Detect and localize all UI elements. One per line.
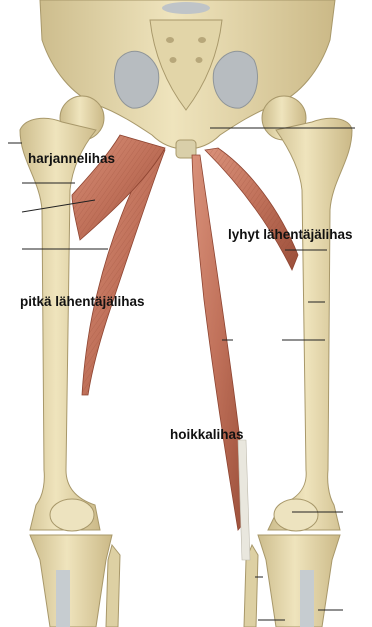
label-gracilis: hoikkalihas bbox=[170, 427, 244, 442]
gracilis-muscle bbox=[192, 155, 250, 560]
right-femur bbox=[262, 96, 352, 531]
left-tibia-fibula bbox=[30, 535, 120, 627]
label-long-adductor: pitkä lähentäjälihas bbox=[20, 294, 145, 309]
label-short-adductor: lyhyt lähentäjälihas bbox=[228, 227, 353, 242]
right-tibia-fibula bbox=[244, 535, 340, 627]
label-adductor-crest: harjannelihas bbox=[28, 151, 115, 166]
short-adductor-muscle bbox=[205, 148, 298, 270]
